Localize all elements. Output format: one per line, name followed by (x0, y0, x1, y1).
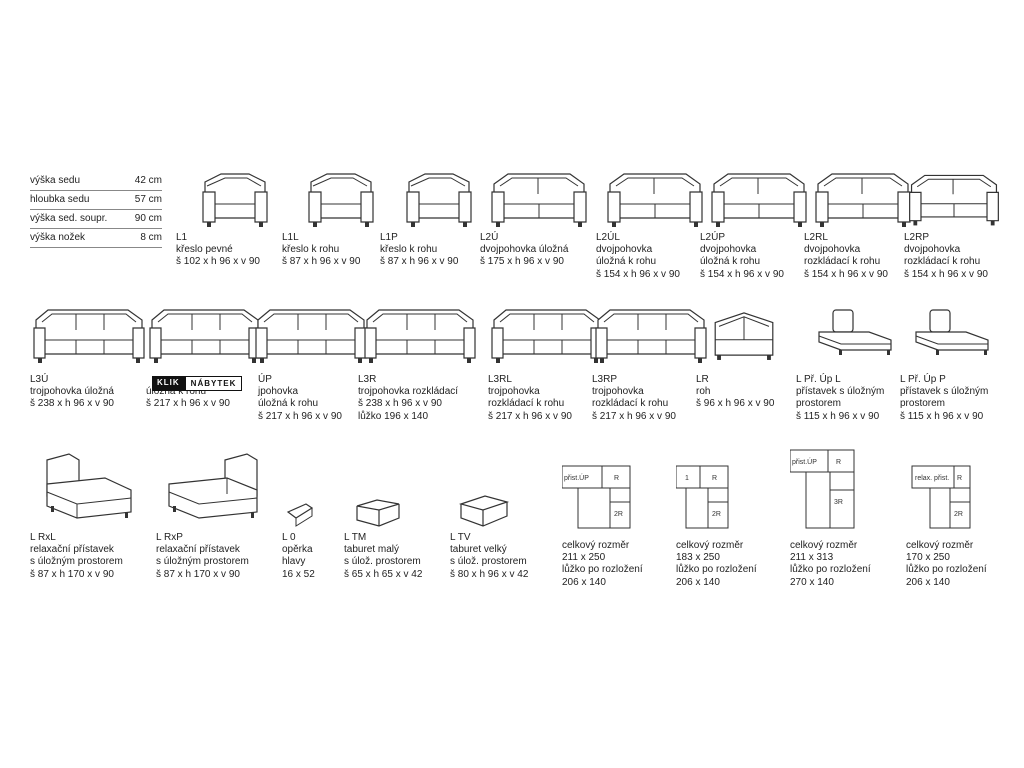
two-seat-sofa-right-icon (711, 173, 807, 228)
svg-text:R: R (712, 475, 717, 482)
corner-sofa-plan-icon: přist.ÚP R 3R (790, 446, 870, 538)
three-seat-sofa-bed-right-icon (595, 309, 707, 364)
armchair-icon (202, 173, 268, 228)
large-ottoman-icon (450, 450, 568, 530)
corner-sofa-plan-icon: přist.ÚP R 2R (562, 462, 642, 538)
three-seat-sofa-left-icon (149, 309, 261, 364)
svg-text:přist.ÚP: přist.ÚP (792, 457, 817, 466)
relax-extension-left-icon (30, 450, 148, 530)
three-seat-sofa-bed-icon (364, 309, 476, 364)
svg-text:R: R (836, 459, 841, 466)
corner-sofa-plan-icon: relax. přist. R 2R (906, 462, 986, 538)
svg-text:2R: 2R (954, 511, 963, 518)
storage-extension-left-icon (818, 309, 892, 356)
spec-row-set-height: výška sed. soupr.90 cm (30, 210, 162, 229)
svg-text:1: 1 (685, 475, 689, 482)
two-seat-sofa-icon (491, 173, 587, 228)
two-seat-sofa-left-icon (607, 173, 703, 228)
svg-text:R: R (614, 475, 619, 482)
corner-sofa-plan-icon: 1 R 2R (676, 462, 756, 538)
three-seat-sofa-right-icon (255, 309, 367, 364)
headrest-icon (282, 450, 342, 530)
svg-text:přist.ÚP: přist.ÚP (564, 473, 589, 482)
relax-extension-right-icon (156, 450, 274, 530)
three-seat-sofa-bed-left-icon (491, 309, 603, 364)
svg-text:3R: 3R (834, 499, 843, 506)
svg-text:relax. přist.: relax. přist. (915, 475, 949, 482)
small-ottoman-icon (344, 450, 462, 530)
two-seat-sofa-bed-right-icon (909, 174, 999, 226)
corner-module-icon (696, 304, 792, 360)
svg-text:2R: 2R (712, 511, 721, 518)
three-seat-sofa-icon (33, 309, 145, 364)
storage-extension-right-icon (915, 309, 989, 356)
svg-text:2R: 2R (614, 511, 623, 518)
svg-text:R: R (957, 475, 962, 482)
